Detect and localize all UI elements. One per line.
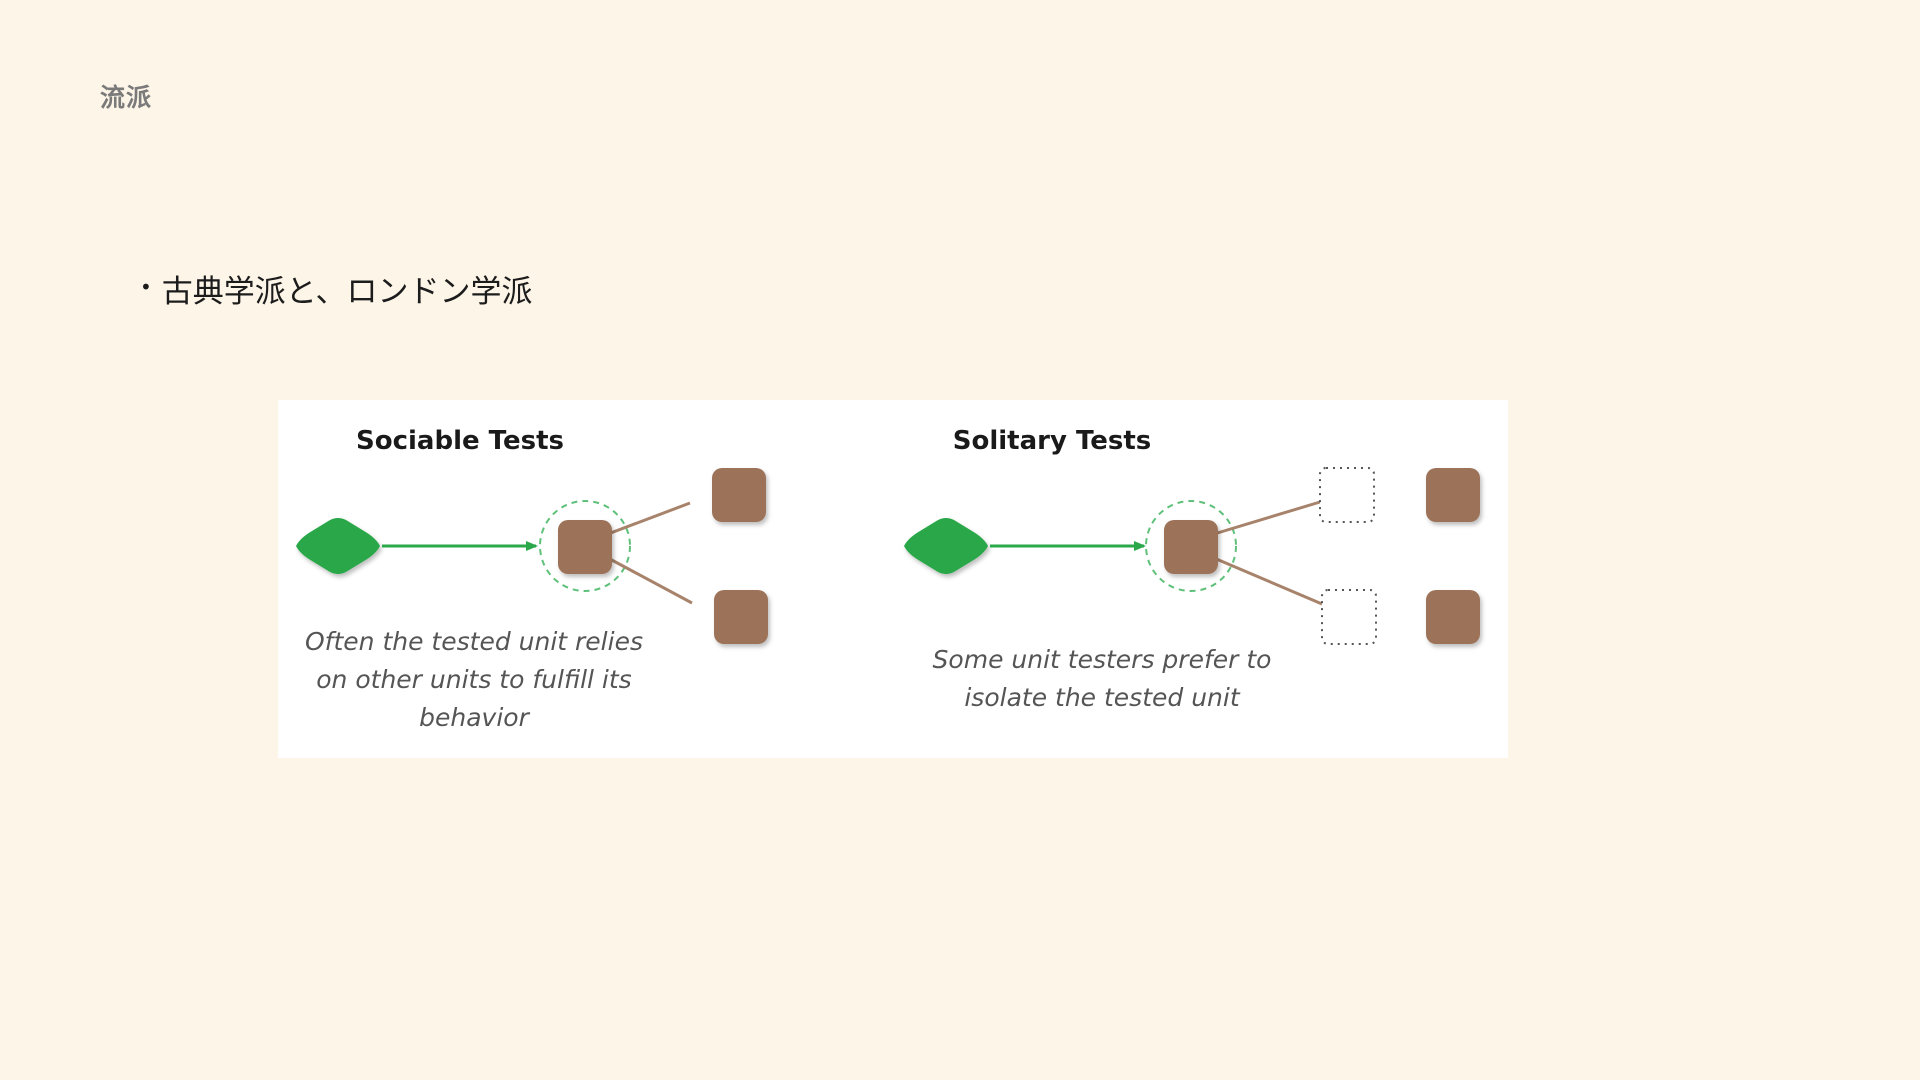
sociable-title: Sociable Tests xyxy=(356,426,564,456)
bullet-text: 古典学派と、ロンドン学派 xyxy=(161,274,533,310)
collaborator-unit-bottom xyxy=(714,590,768,644)
dependency-link-bottom xyxy=(1213,556,1323,606)
tested-unit-box xyxy=(1164,520,1218,574)
bullet-dot-icon: • xyxy=(140,274,152,299)
unit-under-test-boundary xyxy=(539,500,631,592)
tested-unit-box xyxy=(558,520,612,574)
test-client-diamond-icon xyxy=(904,518,988,574)
solitary-caption-line-2: isolate the tested unit xyxy=(964,683,1240,712)
sociable-tests-panel: Sociable Tests Often the tested unit rel… xyxy=(296,426,768,732)
test-double-bottom xyxy=(1321,589,1377,645)
solitary-title: Solitary Tests xyxy=(953,426,1152,456)
sociable-caption-line-2: on other units to fulfill its xyxy=(316,665,631,694)
dependency-link-bottom xyxy=(607,556,693,605)
unit-under-test-boundary xyxy=(1145,500,1237,592)
sociable-caption-line-3: behavior xyxy=(419,703,530,732)
bullet-item: • 古典学派と、ロンドン学派 xyxy=(140,266,533,311)
tests-diagram-svg: Sociable Tests Often the tested unit rel… xyxy=(296,426,1480,732)
test-double-top xyxy=(1319,467,1375,523)
solitary-tests-panel: Solitary Tests Some unit testers prefer … xyxy=(904,426,1480,712)
sociable-caption-line-1: Often the tested unit relies xyxy=(305,627,643,656)
test-client-diamond-icon xyxy=(296,518,380,574)
collaborator-unit-top xyxy=(712,468,766,522)
dependency-link-top xyxy=(607,501,691,536)
real-collaborator-top xyxy=(1426,468,1480,522)
real-collaborator-bottom xyxy=(1426,590,1480,644)
solitary-caption-line-1: Some unit testers prefer to xyxy=(933,645,1272,674)
tests-diagram: Sociable Tests Often the tested unit rel… xyxy=(278,400,1508,758)
dependency-link-top xyxy=(1213,500,1321,536)
slide-title: 流派 xyxy=(100,83,153,112)
